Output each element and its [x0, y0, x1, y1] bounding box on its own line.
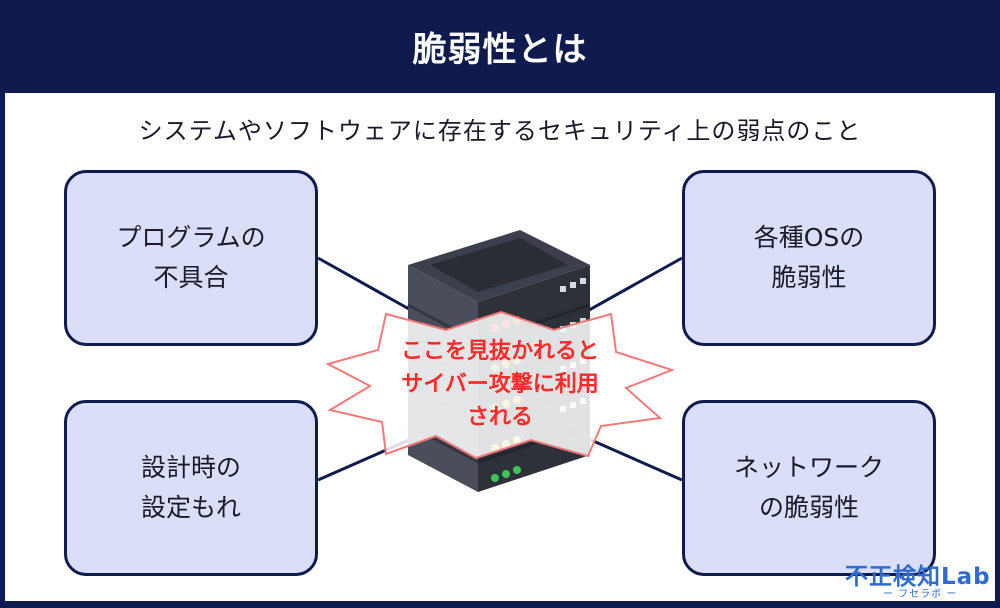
box-network-vulnerability: ネットワーク の脆弱性: [682, 400, 936, 576]
box-os-vulnerability: 各種OSの 脆弱性: [682, 170, 936, 346]
brand-logo: 不正検知Lab ー フセラボ ー: [845, 565, 995, 601]
box-design-config-omission: 設計時の 設定もれ: [64, 400, 318, 576]
box-program-bugs: プログラムの 不具合: [64, 170, 318, 346]
logo-text: 不正検知Lab: [845, 564, 991, 590]
header-bar: 脆弱性とは: [0, 0, 1000, 93]
callout-text: ここを見抜かれると サイバー攻撃に利用 される: [400, 339, 599, 430]
logo-subtext: ー フセラボ ー: [883, 589, 958, 600]
definition-text: システムやソフトウェアに存在するセキュリティ上の弱点のこと: [138, 117, 862, 145]
box-design-config-omission-label: 設計時の 設定もれ: [140, 453, 241, 522]
box-os-vulnerability-label: 各種OSの 脆弱性: [753, 223, 865, 292]
page-title: 脆弱性とは: [412, 30, 588, 70]
box-network-vulnerability-label: ネットワーク の脆弱性: [733, 453, 884, 522]
burst-callout: [326, 310, 674, 460]
box-program-bugs-label: プログラムの 不具合: [116, 223, 266, 292]
